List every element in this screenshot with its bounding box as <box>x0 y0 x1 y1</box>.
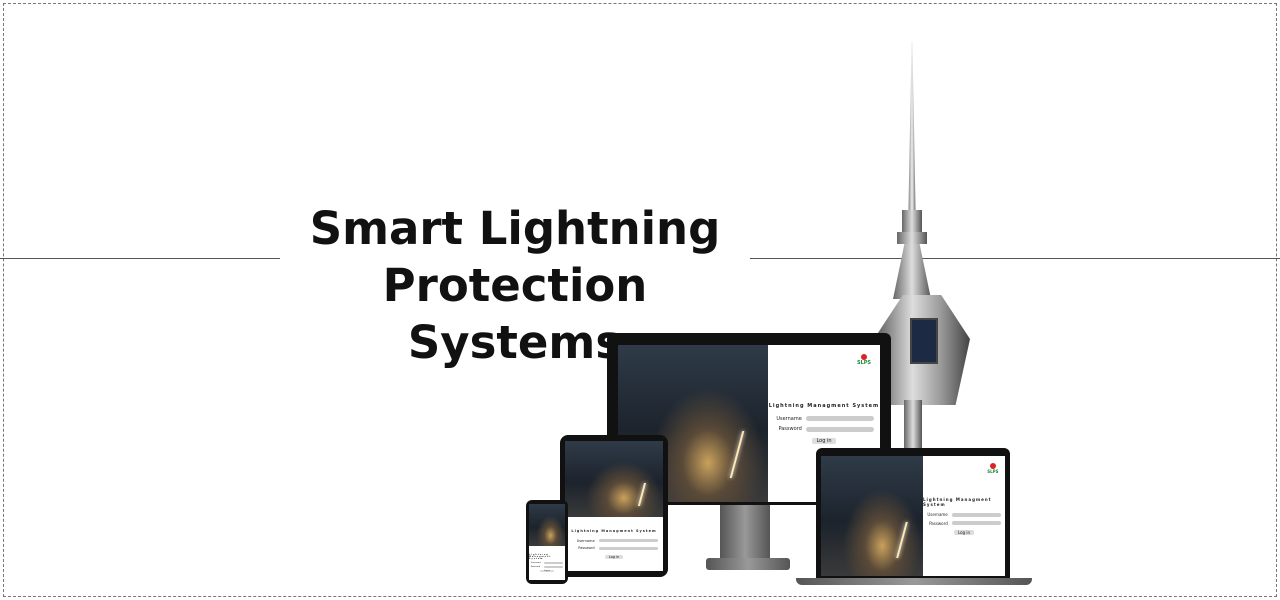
laptop: SLPS Lightning Managment System Username… <box>816 448 1010 579</box>
headline-line1: Smart Lightning <box>309 202 721 255</box>
username-label: Username <box>776 415 802 422</box>
username-label: Username <box>576 538 595 543</box>
headline-line2: Protection Systems <box>382 259 648 369</box>
username-input[interactable] <box>598 539 659 543</box>
password-input[interactable] <box>543 565 564 568</box>
logo: SLPS <box>987 463 998 474</box>
login-button[interactable]: Log in <box>812 437 836 444</box>
login-title: Lightning Managment System <box>923 497 992 508</box>
username-input[interactable] <box>805 416 875 422</box>
divider-left <box>0 258 280 259</box>
password-input[interactable] <box>805 426 875 432</box>
dashed-border <box>3 3 1277 597</box>
laptop-base <box>796 578 1032 585</box>
logo: SLPS <box>857 354 871 366</box>
monitor-stand <box>720 505 770 560</box>
login-title: Lightning Managment System <box>571 528 657 533</box>
password-input[interactable] <box>951 521 1001 526</box>
monitor-base <box>706 558 790 570</box>
login-button[interactable]: Log in <box>539 569 555 572</box>
username-input[interactable] <box>951 512 1001 517</box>
login-title: Lightning Managment System <box>768 403 880 410</box>
login-button[interactable]: Log in <box>953 529 975 535</box>
solar-panel <box>910 318 938 364</box>
username-input[interactable] <box>543 562 564 565</box>
phone: Lightning Managment System Username Pass… <box>526 500 568 584</box>
username-label: Username <box>927 512 948 518</box>
password-label: Password <box>578 546 595 551</box>
password-label: Password <box>778 426 802 433</box>
login-title: Lightning Managment System <box>529 554 552 561</box>
password-label: Password <box>929 520 948 526</box>
tablet: Lightning Managment System Username Pass… <box>560 435 668 577</box>
divider-right <box>750 258 1280 259</box>
headline: Smart Lightning Protection Systems <box>270 200 760 371</box>
password-input[interactable] <box>598 546 659 550</box>
password-label: Password <box>530 565 541 568</box>
username-label: Username <box>530 562 541 565</box>
login-button[interactable]: Log in <box>604 555 624 560</box>
